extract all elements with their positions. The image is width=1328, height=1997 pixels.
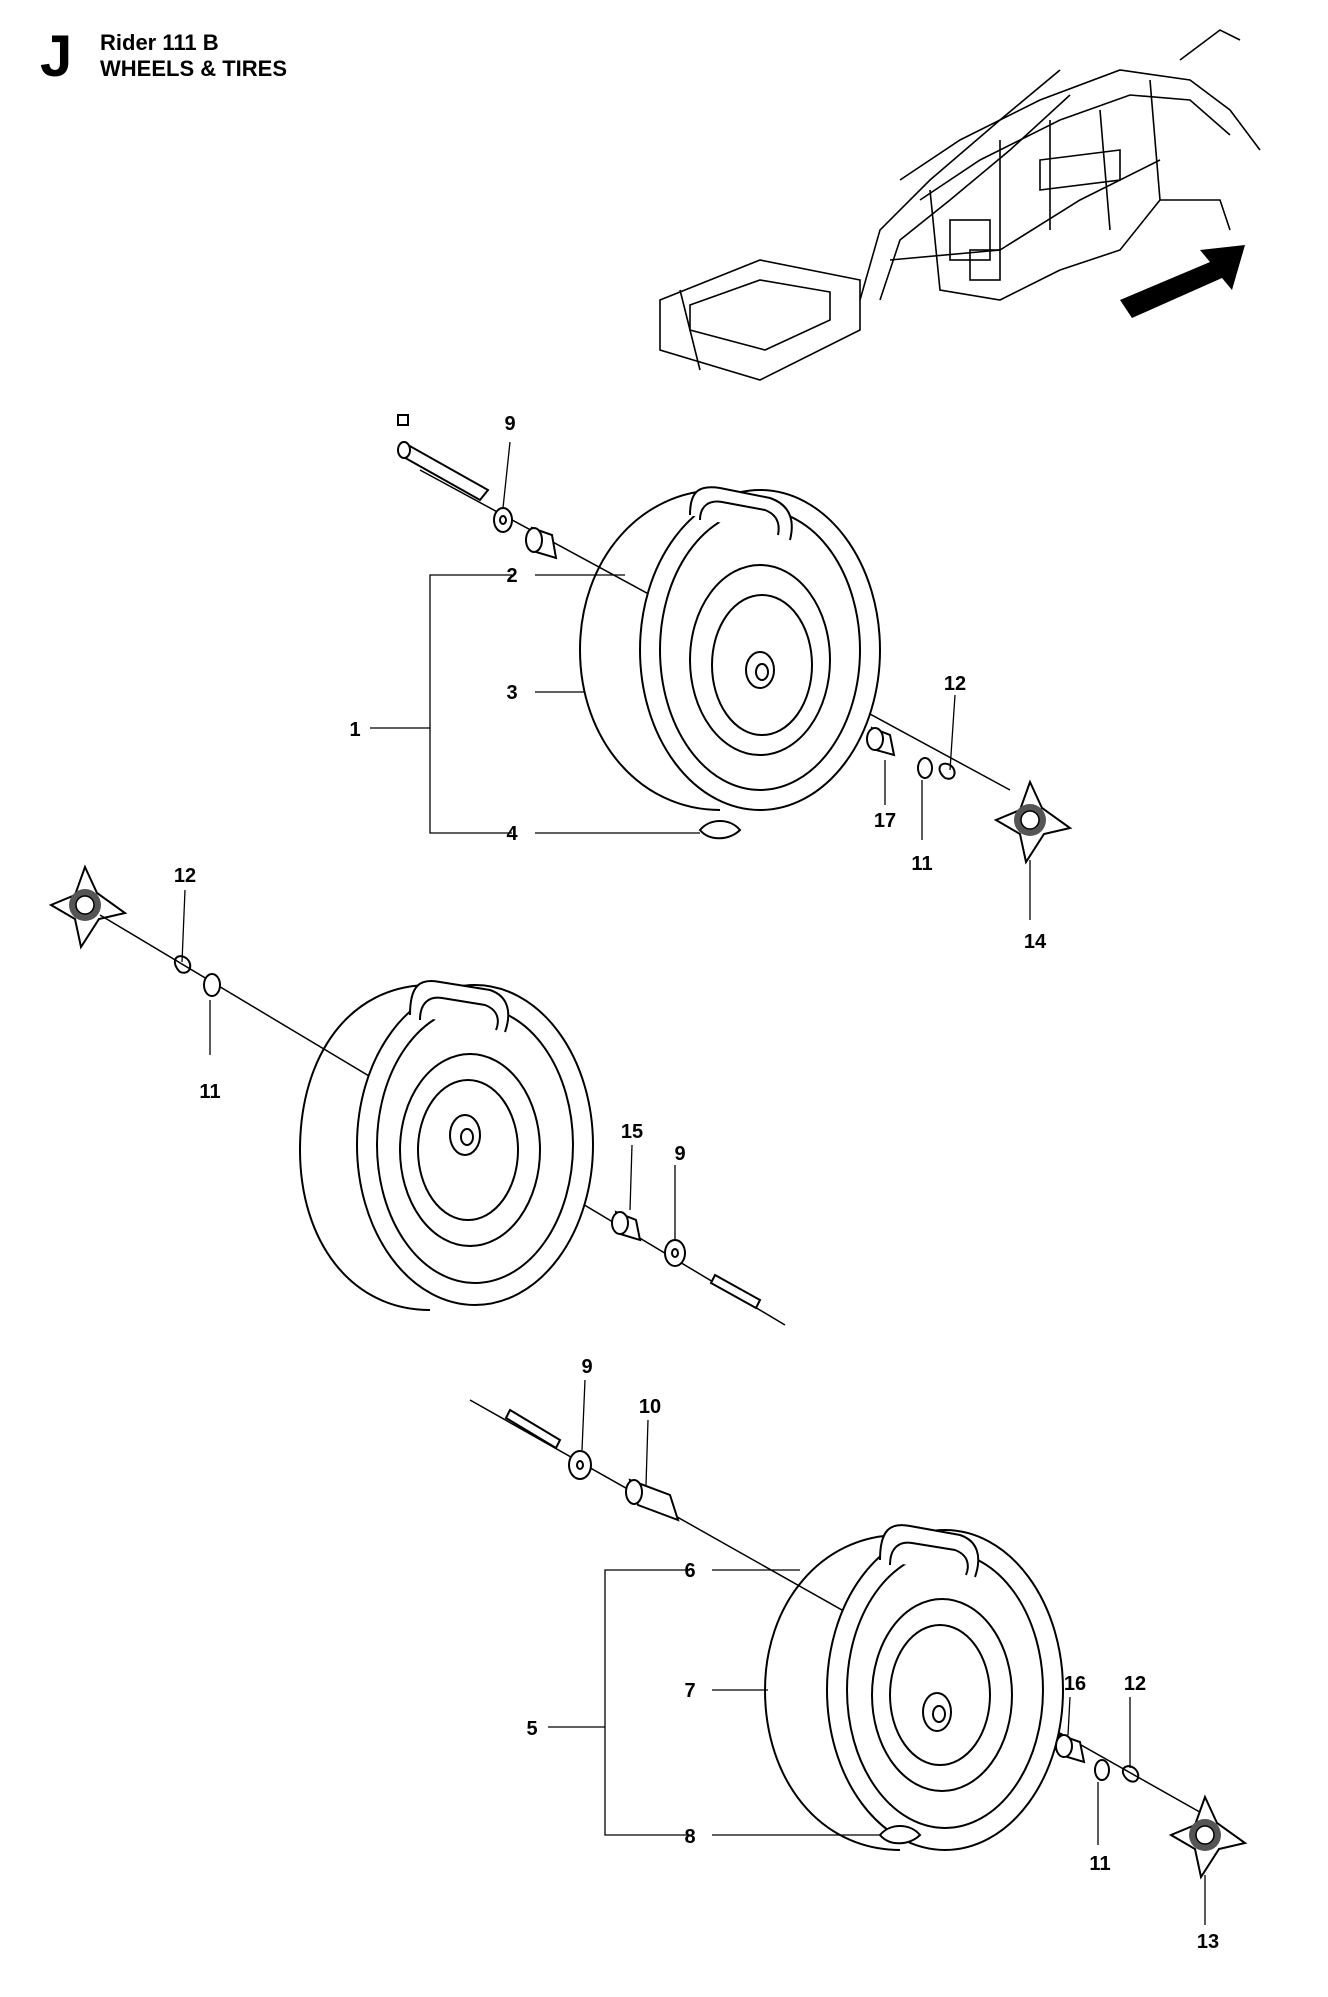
axle-pin bbox=[709, 1273, 762, 1310]
callout-12-middle: 12 bbox=[174, 865, 196, 887]
rim-hub bbox=[922, 1692, 952, 1732]
frame-overview-illustration bbox=[659, 29, 1261, 381]
callout-3: 3 bbox=[506, 682, 517, 704]
washer bbox=[493, 507, 513, 533]
washer bbox=[203, 973, 221, 997]
middle-wheel-assembly bbox=[99, 914, 786, 1326]
callout-16: 16 bbox=[1064, 1673, 1086, 1695]
callout-14: 14 bbox=[1024, 931, 1047, 953]
callout-9-front: 9 bbox=[504, 413, 515, 435]
callout-13: 13 bbox=[1197, 1931, 1219, 1953]
valve-stem bbox=[878, 1825, 922, 1845]
washer bbox=[1094, 1759, 1110, 1781]
callout-9-middle: 9 bbox=[674, 1143, 685, 1165]
clip bbox=[938, 762, 956, 780]
hubcap-icon bbox=[1170, 1796, 1246, 1878]
callout-17: 17 bbox=[874, 810, 896, 832]
leader-lines-rear bbox=[548, 1379, 1206, 1925]
axle-pin bbox=[504, 1408, 562, 1450]
tire bbox=[578, 489, 721, 811]
callout-10: 10 bbox=[639, 1396, 661, 1418]
washer bbox=[664, 1239, 686, 1267]
callout-11-rear: 11 bbox=[1089, 1853, 1110, 1875]
rim-hub bbox=[745, 651, 775, 689]
callout-1: 1 bbox=[349, 719, 360, 741]
washer bbox=[917, 757, 933, 779]
leader-lines-middle bbox=[181, 889, 676, 1240]
callout-8: 8 bbox=[684, 1826, 695, 1848]
leader-lines-front bbox=[370, 441, 1031, 920]
hubcap-icon bbox=[50, 866, 126, 948]
callout-12-rear: 12 bbox=[1124, 1673, 1146, 1695]
direction-arrow-icon bbox=[1120, 245, 1245, 318]
rear-wheel-assembly bbox=[469, 1399, 1206, 1851]
axle-bolt bbox=[398, 443, 490, 502]
hubcap-icon bbox=[995, 781, 1071, 863]
callout-11-middle: 11 bbox=[199, 1081, 220, 1103]
callout-5: 5 bbox=[526, 1718, 537, 1740]
callout-12-front: 12 bbox=[944, 673, 966, 695]
callout-7: 7 bbox=[684, 1680, 695, 1702]
callout-4: 4 bbox=[506, 823, 518, 845]
rim-handle bbox=[879, 1524, 980, 1578]
callout-2: 2 bbox=[506, 565, 517, 587]
rim-handle bbox=[689, 486, 793, 541]
callout-15: 15 bbox=[621, 1121, 643, 1143]
callout-6: 6 bbox=[684, 1560, 695, 1582]
rim-handle bbox=[409, 980, 510, 1033]
front-wheel-assembly bbox=[397, 414, 1011, 840]
section-letter: J bbox=[40, 24, 73, 89]
clip bbox=[1121, 1765, 1140, 1783]
washer bbox=[568, 1450, 592, 1480]
valve-stem bbox=[698, 820, 742, 840]
tire bbox=[826, 1529, 1064, 1851]
section-title: WHEELS & TIRES bbox=[100, 56, 288, 81]
callout-11-front: 11 bbox=[911, 853, 932, 875]
rim-hub bbox=[449, 1114, 481, 1156]
clip bbox=[173, 955, 192, 974]
callout-9-rear: 9 bbox=[581, 1356, 592, 1378]
model-name: Rider 111 B bbox=[100, 30, 219, 55]
